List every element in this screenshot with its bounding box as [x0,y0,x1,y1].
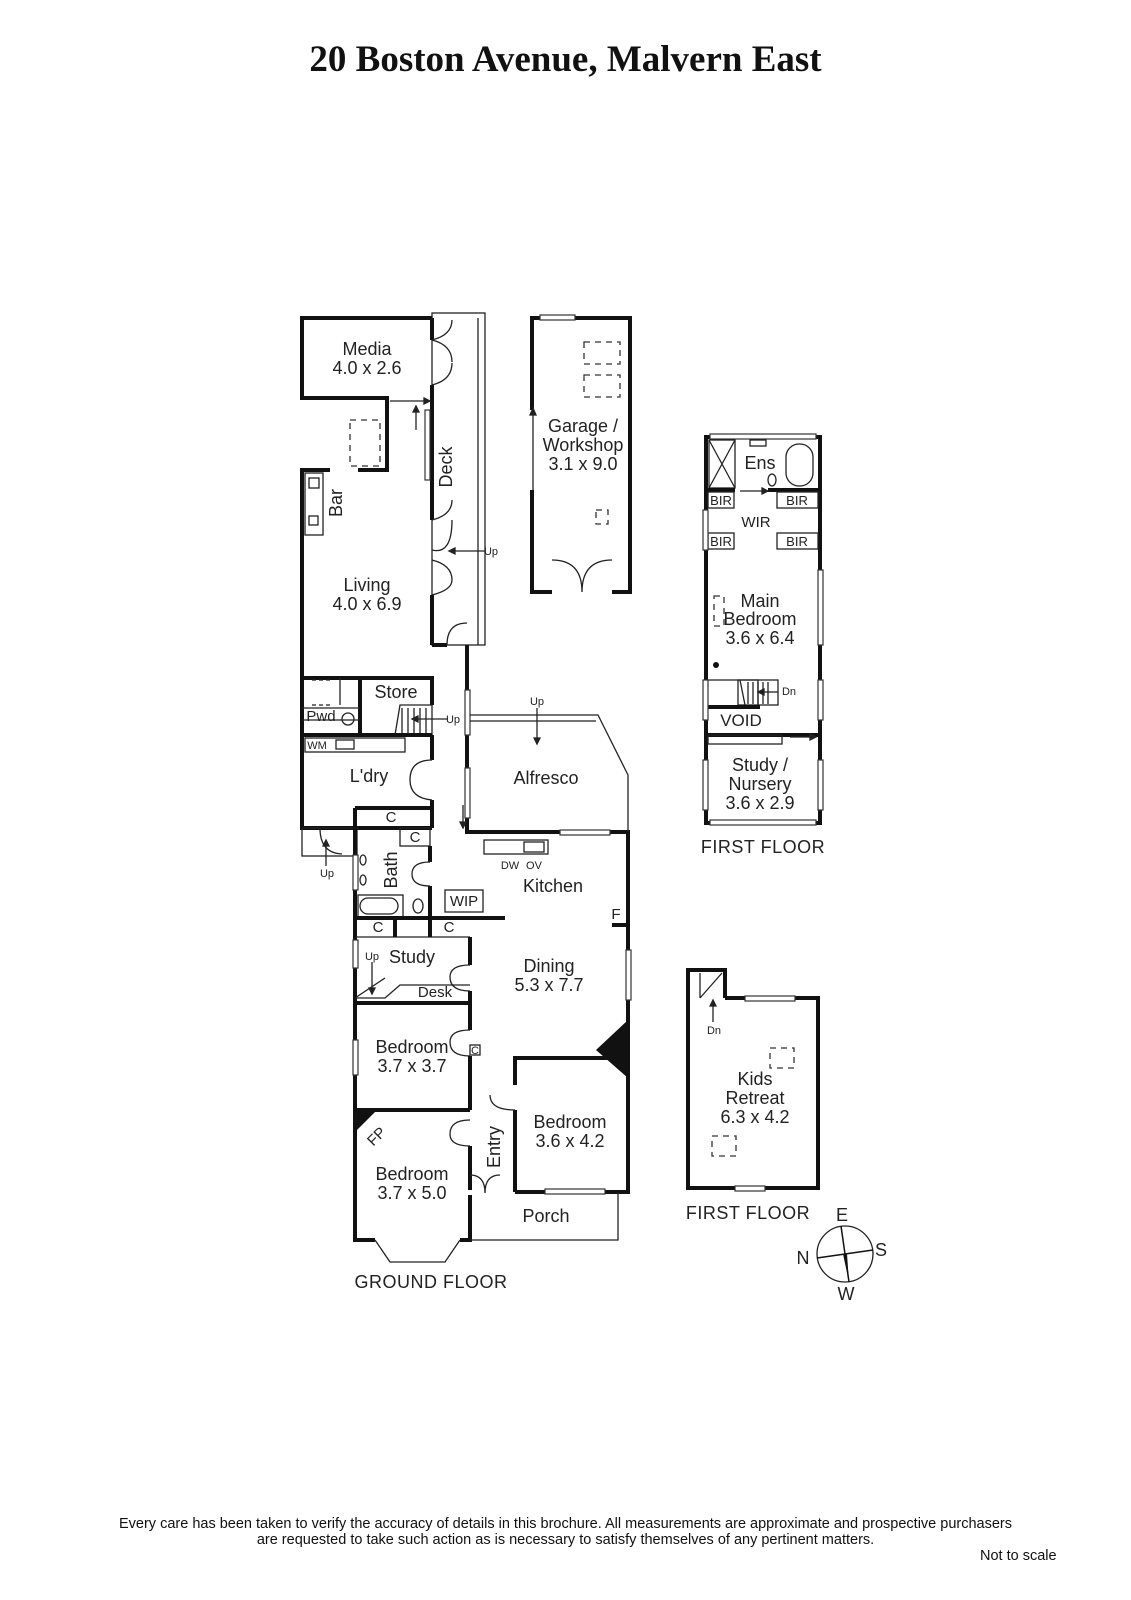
ground-floor-arrows [310,396,542,996]
bir-label: BIR [786,534,808,549]
room-bar-name: Bar [326,489,346,517]
stair-down-label: Dn [707,1025,721,1037]
room-study-name: Study [389,947,435,967]
room-wip-name: WIP [450,893,478,910]
stair-up-label: Up [484,546,498,558]
room-study-nursery-size: 3.6 x 2.9 [725,793,794,813]
disclaimer-line-1: Every care has been taken to verify the … [118,1516,1012,1532]
bir-label: BIR [710,493,732,508]
room-deck-name: Deck [436,445,456,487]
bir-label: BIR [710,534,732,549]
compass-south: S [875,1240,887,1260]
room-bedroom-2-size: 3.6 x 4.2 [535,1131,604,1151]
room-pwd-name: Pwd [306,708,335,725]
stair-down-label: Dn [782,686,796,698]
desk-label: Desk [418,984,453,1001]
first-floor-retreat-label: FIRST FLOOR [686,1203,810,1223]
room-wir-name: WIR [741,514,770,531]
garage-walls [530,314,632,594]
stair-up-label: Up [365,951,379,963]
cupboard-label: C [471,1045,479,1057]
cupboard-label: C [373,919,384,936]
ov-label: OV [526,860,543,872]
disclaimer: Every care has been taken to verify the … [0,1516,1131,1548]
room-entry-name: Entry [484,1126,504,1168]
void-label: VOID [720,711,762,730]
stair-up-label: Up [446,714,460,726]
room-bedroom-3-name: Bedroom [375,1164,448,1184]
stair-up-label: Up [530,696,544,708]
bir-label: BIR [786,493,808,508]
room-study-nursery-name-1: Study / [732,755,788,775]
cupboard-label: C [410,829,421,846]
room-bedroom-1-name: Bedroom [375,1037,448,1057]
cupboard-label: C [386,809,397,826]
room-bedroom-3-size: 3.7 x 5.0 [377,1183,446,1203]
first-floor-walls [702,433,824,826]
compass-icon [816,1225,874,1283]
room-kids-retreat-name-2: Retreat [725,1088,784,1108]
room-study-nursery-name-2: Nursery [728,774,791,794]
room-living-name: Living [343,575,390,595]
retreat-walls [686,968,820,1192]
stair-up-label: Up [320,868,334,880]
room-store-name: Store [374,682,417,702]
dw-label: DW [501,860,520,872]
page-title: 20 Boston Avenue, Malvern East [309,39,822,80]
room-porch-name: Porch [522,1206,569,1226]
ground-floor-walls [300,312,632,1263]
cupboard-label: C [444,919,455,936]
room-bedroom-2-name: Bedroom [533,1112,606,1132]
room-main-bedroom-size: 3.6 x 6.4 [725,628,794,648]
compass-west: W [838,1284,855,1304]
first-floor-label: FIRST FLOOR [701,837,825,857]
room-ensuite-name: Ens [744,453,775,473]
room-bath-name: Bath [381,851,401,888]
room-kids-retreat-size: 6.3 x 4.2 [720,1107,789,1127]
compass-east: E [836,1205,848,1225]
wm-label: WM [307,740,327,752]
compass-north: N [797,1248,810,1268]
room-main-bedroom-name-2: Bedroom [723,609,796,629]
room-dining-size: 5.3 x 7.7 [514,975,583,995]
room-bedroom-1-size: 3.7 x 3.7 [377,1056,446,1076]
not-to-scale-note: Not to scale [980,1548,1057,1564]
room-garage-size: 3.1 x 9.0 [548,454,617,474]
room-media-size: 4.0 x 2.6 [332,358,401,378]
room-alfresco-name: Alfresco [513,768,578,788]
room-media-name: Media [342,339,392,359]
fireplace-label: FP [364,1124,390,1150]
room-kids-retreat-name-1: Kids [737,1069,772,1089]
room-living-size: 4.0 x 6.9 [332,594,401,614]
room-dining-name: Dining [523,956,574,976]
room-garage-name-2: Workshop [543,435,624,455]
room-kitchen-name: Kitchen [523,876,583,896]
room-garage-name-1: Garage / [548,416,618,436]
room-main-bedroom-name-1: Main [740,591,779,611]
ground-floor-label: GROUND FLOOR [354,1272,507,1292]
room-laundry-name: L'dry [350,766,388,786]
disclaimer-line-2: are requested to take such action as is … [256,1532,875,1548]
fridge-label: F [611,906,620,923]
